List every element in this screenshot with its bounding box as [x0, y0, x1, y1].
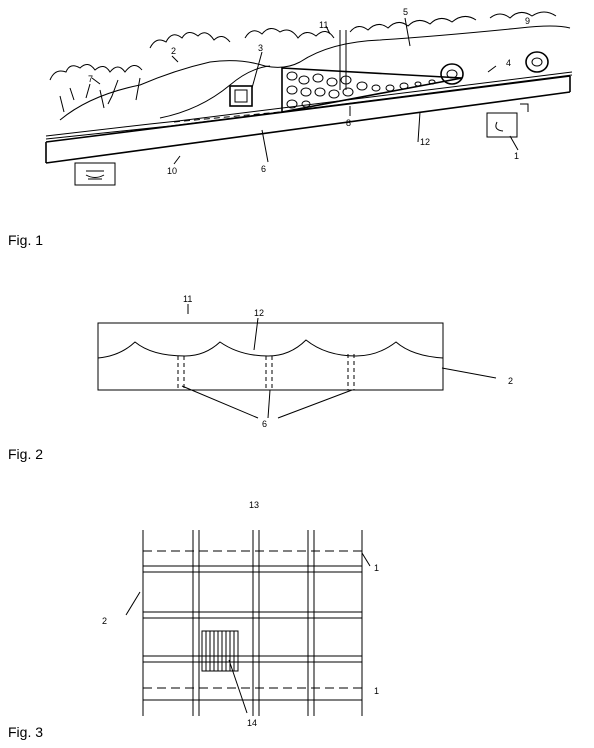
fig2-label-2: 2: [508, 376, 513, 386]
fig3-label-14: 14: [247, 718, 257, 728]
fig3-label-1-top: 1: [374, 563, 379, 573]
label-1: 1: [514, 151, 519, 161]
label-12: 12: [420, 137, 430, 147]
vegetation: [49, 11, 557, 81]
figure-3-leaders: [125, 552, 371, 714]
support-right-mark: [495, 121, 504, 132]
support-left-mark: [85, 170, 105, 180]
label-3: 3: [258, 43, 263, 53]
fig3-label-13: 13: [249, 500, 259, 510]
membrane-layer-2: [45, 74, 573, 140]
label-9: 9: [525, 16, 530, 26]
cylinder-right: [525, 51, 549, 73]
fig3-label-2: 2: [102, 616, 107, 626]
cylinder-left-core: [446, 69, 458, 79]
figure-2-drawing: 11 12 2 6: [97, 294, 513, 429]
fig3-label-1-bottom: 1: [374, 686, 379, 696]
fig2-label-12: 12: [254, 308, 264, 318]
figure-1-leaders: [91, 17, 519, 165]
label-11: 11: [319, 20, 328, 30]
fig2-label-6: 6: [262, 419, 267, 429]
label-8: 8: [346, 118, 351, 128]
dashed-drain: [173, 111, 281, 123]
label-10: 10: [167, 166, 177, 176]
support-right-bracket: [520, 103, 529, 112]
hatched-module: [201, 630, 239, 672]
figure-2-leaders: [181, 304, 497, 419]
spacer-mid: [265, 356, 273, 390]
figure-3-drawing: 13 1 2 1 14: [102, 500, 379, 728]
support-right: [486, 112, 518, 138]
hatching: [205, 631, 235, 671]
label-2: 2: [171, 46, 176, 56]
figure-2-caption: Fig. 2: [8, 446, 43, 462]
figure-3-caption: Fig. 3: [8, 724, 43, 740]
panel-outline: [97, 322, 444, 391]
scalloped-edge: [97, 339, 444, 359]
spacer-right: [347, 354, 355, 390]
label-4: 4: [506, 58, 511, 68]
fig2-label-11: 11: [183, 294, 192, 304]
cylinder-right-core: [531, 57, 543, 67]
label-7: 7: [88, 74, 93, 84]
grid-verticals: [142, 530, 363, 716]
grid-horizontals: [143, 565, 362, 701]
label-6: 6: [261, 164, 266, 174]
drain-box: [229, 85, 253, 107]
support-left: [74, 162, 116, 186]
roots: [59, 77, 141, 113]
drain-box-inner: [234, 89, 248, 103]
membrane-layer: [45, 71, 573, 137]
figure-1-drawing: 11 5 9 2 3 7 4 8 12 6 10 1: [45, 7, 573, 186]
figure-1-caption: Fig. 1: [8, 232, 43, 248]
spacer-left: [177, 356, 185, 390]
cylinder-left: [440, 63, 464, 85]
vertical-pipe: [339, 30, 347, 90]
soil-hill: [59, 25, 571, 121]
soil-slope: [159, 65, 271, 119]
gravel-wedge: [281, 67, 463, 113]
roof-beam: [45, 75, 571, 164]
label-5: 5: [403, 7, 408, 17]
